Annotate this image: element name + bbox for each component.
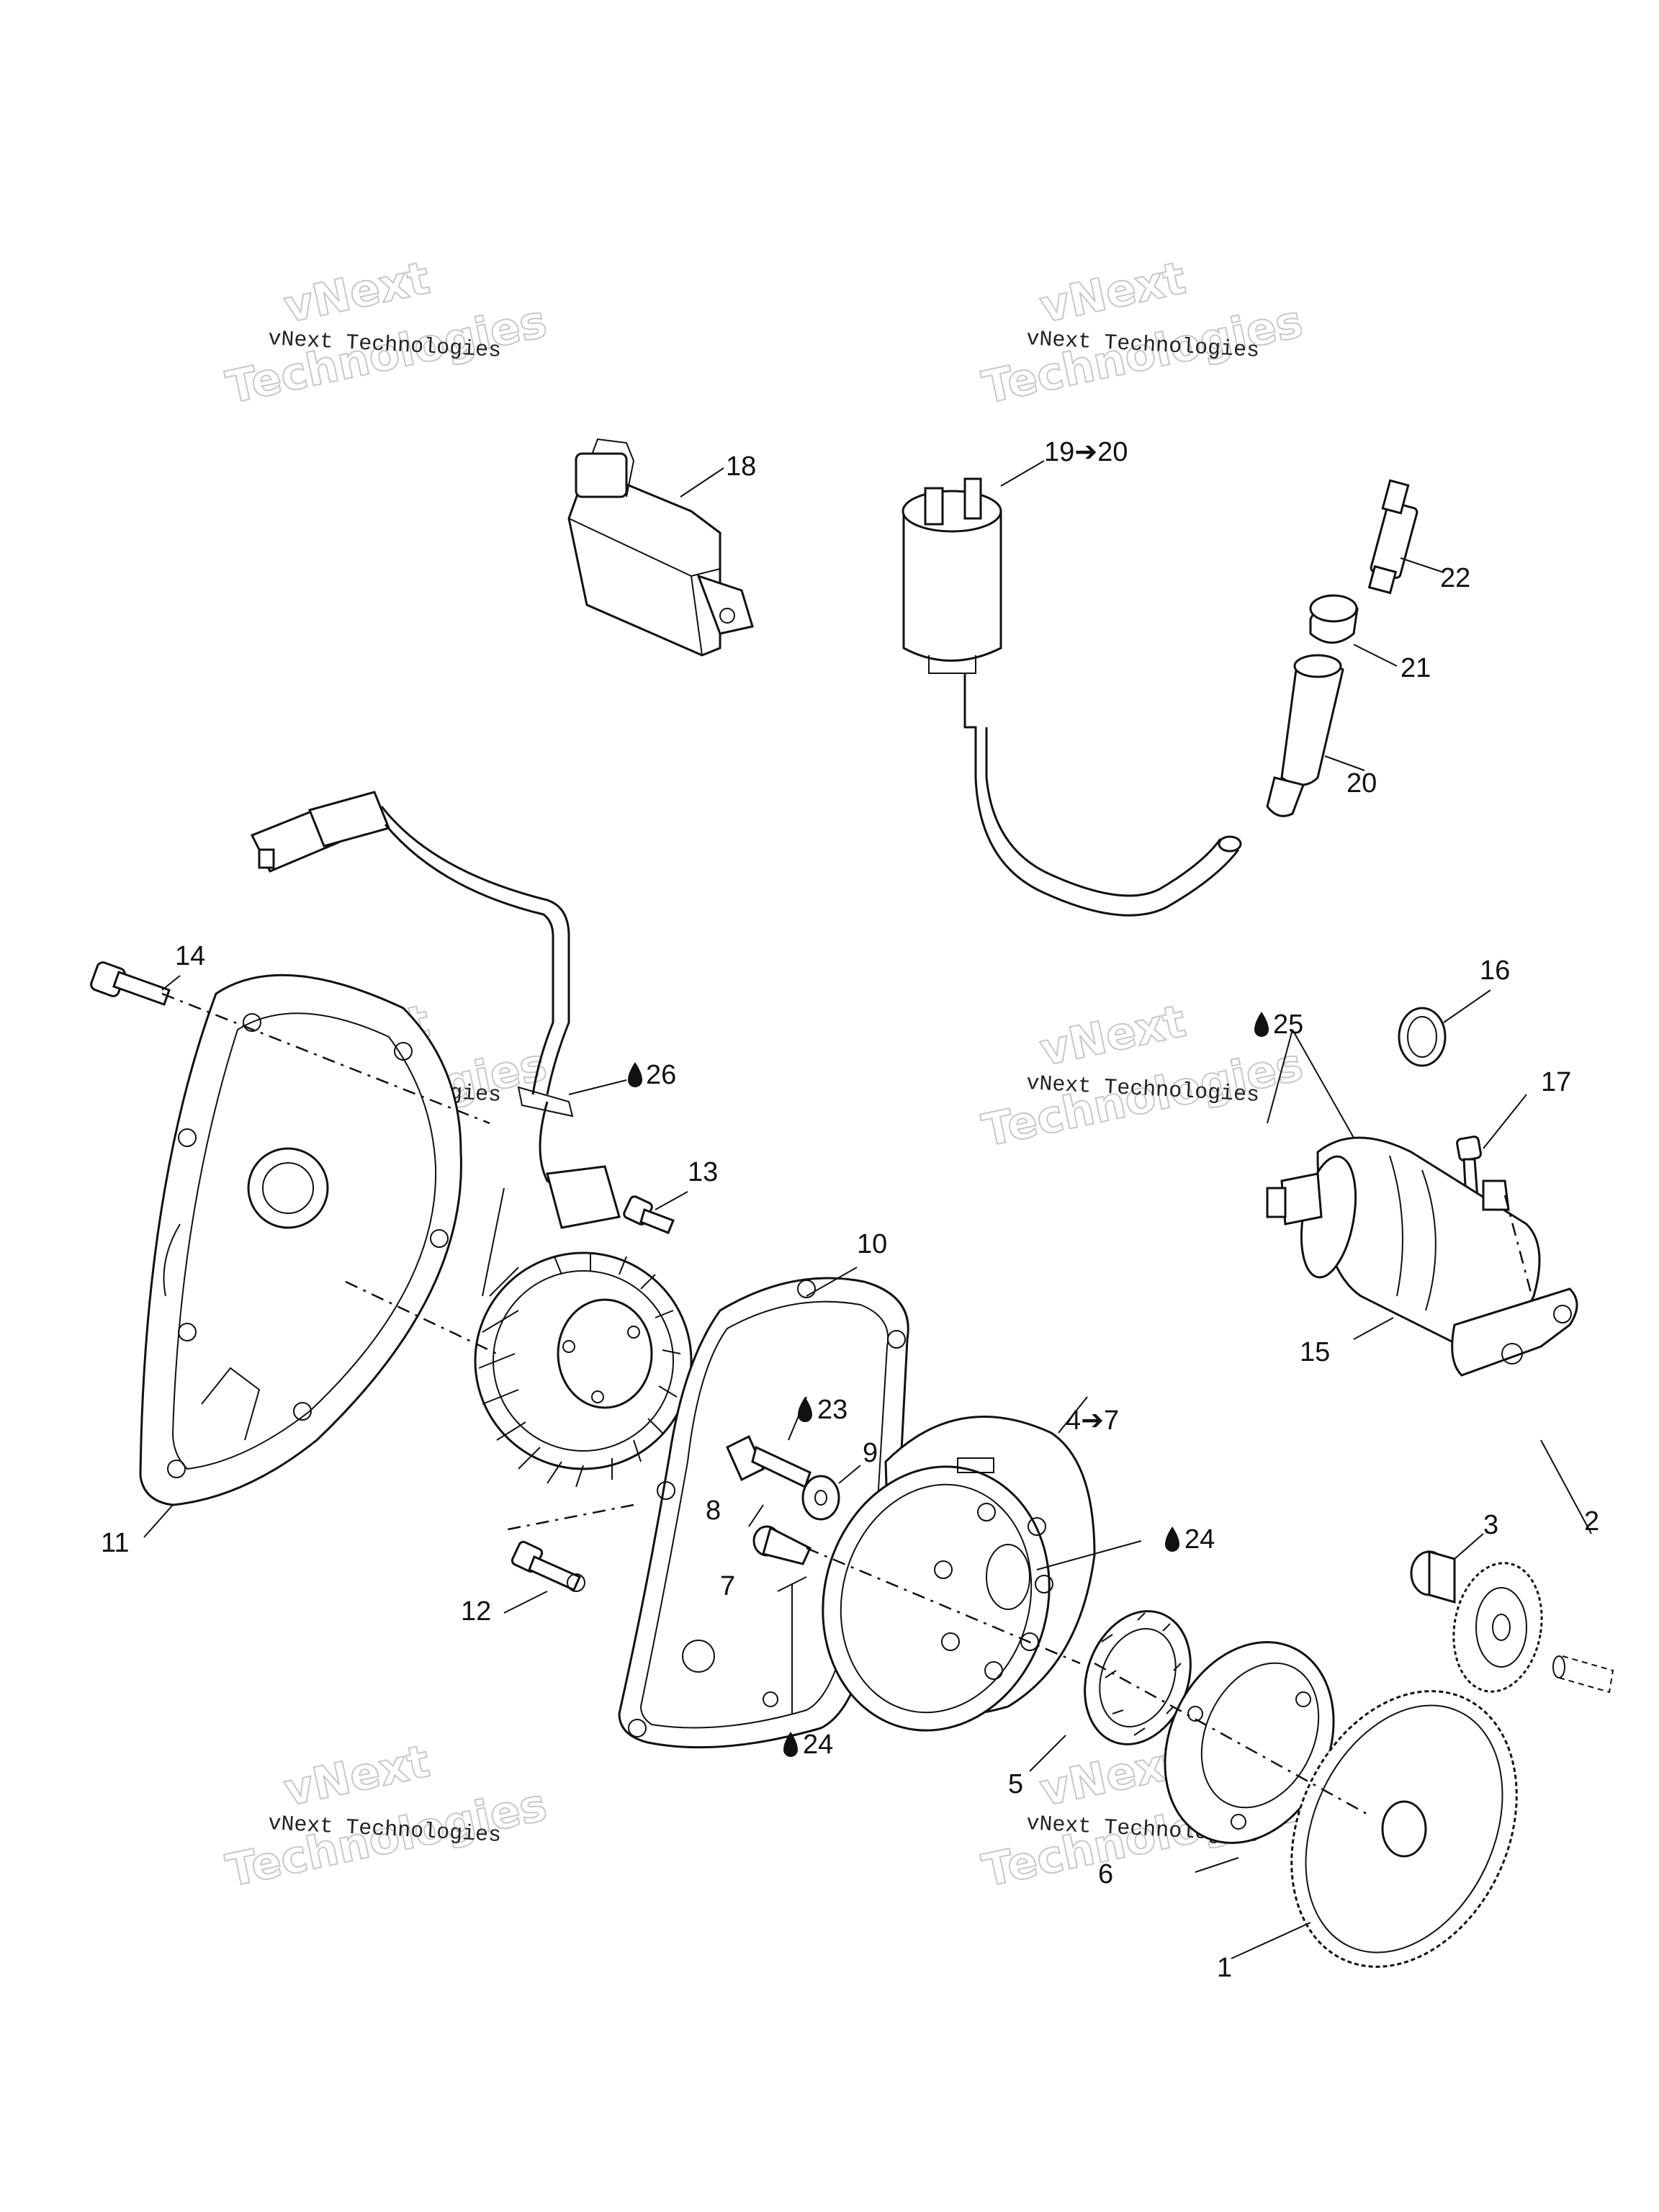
callout-17: 17 bbox=[1541, 1067, 1571, 1097]
callout-8: 8 bbox=[706, 1496, 721, 1526]
callout-20: 20 bbox=[1346, 768, 1377, 799]
callout-12: 12 bbox=[461, 1596, 491, 1627]
callout-21: 21 bbox=[1401, 653, 1431, 683]
part-19-ignition-coil[interactable] bbox=[902, 477, 1242, 917]
leader-lines bbox=[143, 460, 1592, 1959]
callout-labels: 1 2 3 4➔7 5 6 7 8 9 10 11 12 13 14 15 16… bbox=[101, 437, 1599, 1983]
part-11-magneto-cover[interactable] bbox=[139, 974, 462, 1506]
watermark-vnext: vNext bbox=[1035, 251, 1190, 333]
part-14-screw[interactable] bbox=[89, 961, 171, 1006]
callout-16: 16 bbox=[1480, 956, 1510, 986]
part-21-cap[interactable] bbox=[1309, 594, 1359, 644]
part-20-spark-plug-cap[interactable] bbox=[1266, 654, 1344, 817]
callout-11: 11 bbox=[101, 1528, 129, 1558]
part-1-starter-gear[interactable] bbox=[1249, 1654, 1560, 2003]
part-22-spark-plug[interactable] bbox=[1367, 479, 1419, 595]
callout-14: 14 bbox=[175, 941, 205, 971]
part-18-control-module[interactable] bbox=[567, 438, 754, 657]
part-15-starter-motor[interactable] bbox=[1266, 1136, 1578, 1377]
oil-drop-icon-24b bbox=[783, 1732, 798, 1757]
oil-drop-icon-25 bbox=[1254, 1012, 1269, 1037]
oil-drop-icon-24a bbox=[1165, 1527, 1179, 1552]
callout-19: 19➔20 bbox=[1044, 437, 1128, 467]
callout-18: 18 bbox=[726, 451, 756, 482]
part-16-o-ring[interactable] bbox=[1398, 1007, 1447, 1067]
oil-drop-icon-26 bbox=[628, 1062, 642, 1087]
part-4-rotor[interactable] bbox=[793, 1416, 1096, 1756]
callout-15: 15 bbox=[1300, 1337, 1330, 1367]
part-12-screw[interactable] bbox=[511, 1540, 585, 1592]
callout-3: 3 bbox=[1483, 1510, 1498, 1540]
callout-1: 1 bbox=[1217, 1953, 1232, 1983]
part-8-bolt[interactable] bbox=[726, 1434, 811, 1489]
callout-10: 10 bbox=[857, 1229, 887, 1259]
callout-4: 4➔7 bbox=[1066, 1406, 1119, 1436]
callout-25: 25 bbox=[1273, 1010, 1303, 1040]
callout-2: 2 bbox=[1584, 1506, 1599, 1537]
watermark-bottom-left: vNext Technologies vNext Technologies bbox=[221, 1734, 552, 1898]
callout-22: 22 bbox=[1440, 563, 1470, 593]
assembly-axis-lines bbox=[161, 992, 1535, 1816]
callout-6: 6 bbox=[1098, 1859, 1113, 1889]
part-2-idler-gear[interactable] bbox=[1444, 1556, 1551, 1699]
part-13-screw[interactable] bbox=[623, 1195, 675, 1234]
callout-13: 13 bbox=[688, 1157, 718, 1187]
watermark-vnext: vNext bbox=[279, 251, 434, 333]
callout-24b: 24 bbox=[803, 1730, 833, 1760]
part-stator[interactable] bbox=[474, 1251, 693, 1488]
oil-drop-icon-23 bbox=[798, 1397, 812, 1422]
part-3-bushing[interactable] bbox=[1410, 1550, 1456, 1604]
part-5-starter-clutch[interactable] bbox=[1067, 1596, 1209, 1759]
part-26-harness-connector[interactable] bbox=[250, 791, 621, 1297]
part-9-washer[interactable] bbox=[801, 1475, 840, 1521]
part-7-stud[interactable] bbox=[752, 1525, 811, 1565]
shaft bbox=[1552, 1655, 1614, 1694]
callout-26: 26 bbox=[646, 1060, 676, 1090]
watermark-vnext: vNext bbox=[279, 1735, 434, 1817]
callout-23: 23 bbox=[817, 1395, 848, 1425]
watermark-top-right: vNext Technologies vNext Technologies bbox=[977, 251, 1308, 415]
watermark-vnext: vNext bbox=[1035, 994, 1190, 1076]
callout-5: 5 bbox=[1008, 1769, 1023, 1799]
callout-9: 9 bbox=[863, 1438, 878, 1468]
watermark-top-left: vNext Technologies vNext Technologies bbox=[221, 251, 552, 415]
callout-24a: 24 bbox=[1184, 1524, 1215, 1555]
callout-7: 7 bbox=[720, 1571, 735, 1601]
